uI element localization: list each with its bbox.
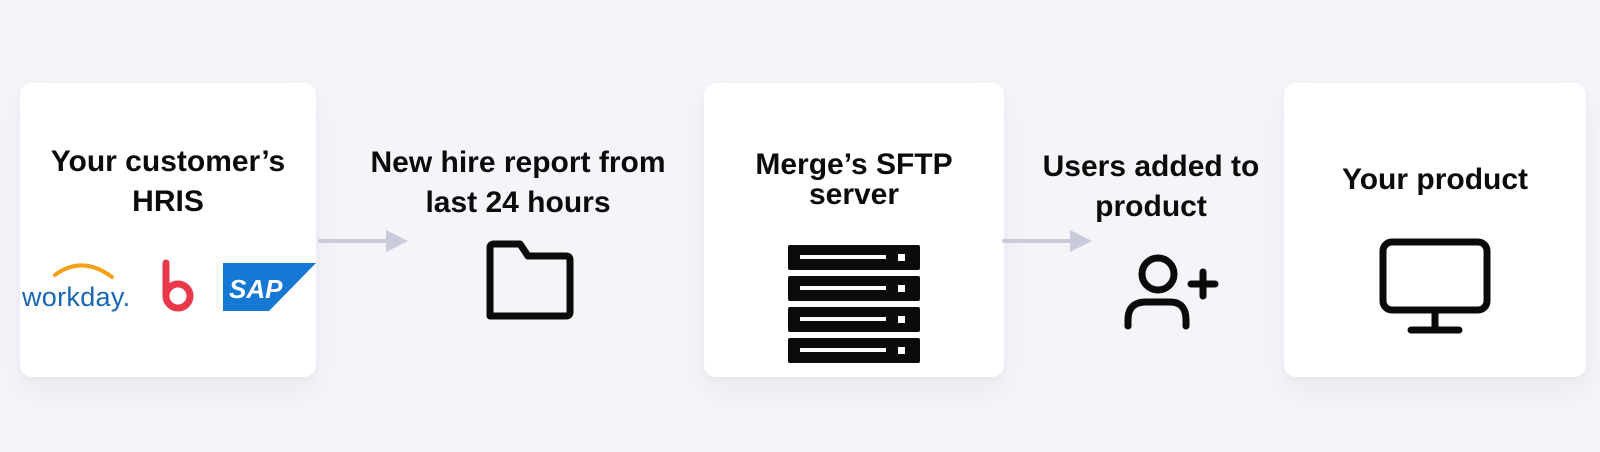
- workday-logo: workday.: [21, 263, 130, 312]
- workday-logo-text: workday.: [21, 282, 130, 312]
- sap-logo-text: SAP: [229, 274, 283, 304]
- product-title: Your product: [1341, 163, 1529, 196]
- sftp-card: Merge’s SFTP server: [704, 83, 1004, 377]
- hris-title-line2: HRIS: [132, 185, 204, 218]
- bamboohr-logo: [162, 259, 194, 312]
- hris-card: Your customer’s HRIS workday. SAP: [20, 83, 316, 377]
- sftp-title-line2: server: [808, 178, 900, 211]
- monitor-icon: [1379, 238, 1491, 334]
- arrow-right-icon: [318, 230, 408, 252]
- folder-icon: [486, 240, 574, 320]
- report-label-line1: New hire report from: [370, 146, 666, 179]
- sftp-title-line1: Merge’s SFTP: [755, 148, 953, 181]
- product-card: Your product: [1284, 83, 1586, 377]
- server-icon: [788, 245, 920, 363]
- hris-title-line1: Your customer’s: [50, 145, 286, 178]
- users-label-line1: Users added to: [1042, 150, 1260, 183]
- users-label-line2: product: [1095, 190, 1207, 223]
- report-label-line2: last 24 hours: [425, 186, 611, 219]
- arrow-right-icon: [1002, 230, 1092, 252]
- sap-logo: SAP: [223, 263, 316, 311]
- user-add-icon: [1124, 254, 1219, 330]
